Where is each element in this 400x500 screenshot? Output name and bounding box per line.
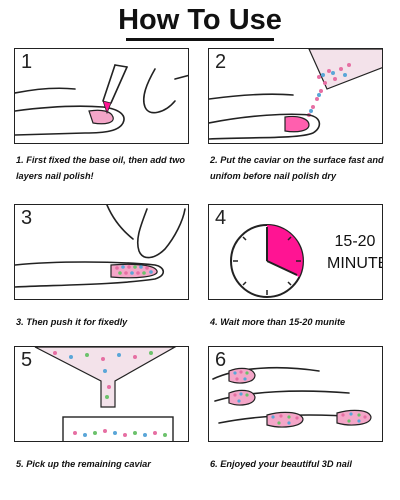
title-underline (126, 38, 274, 41)
timer-illustration (230, 224, 304, 298)
step-5-panel: 5 (14, 346, 189, 442)
step-1-number: 1 (21, 51, 33, 73)
step-2-number: 2 (215, 51, 227, 73)
finished-nails-illustration (212, 366, 372, 428)
step-4-caption: 4. Wait more than 15-20 munite (210, 317, 346, 327)
step-4-number: 4 (215, 207, 227, 229)
step-1-panel: 1 (14, 48, 189, 144)
step-3-caption: 3. Then push it for fixedly (16, 317, 128, 327)
step-4-panel: 4 15-20 MINUTES (208, 204, 383, 300)
page-title: How To Use (118, 4, 282, 36)
funnel-illustration (34, 347, 177, 441)
step-6-panel: 6 (208, 346, 383, 442)
step-2-caption: 2. Put the caviar on the surface fast an… (210, 155, 384, 181)
step-1-caption: 1. First fixed the base oil, then add tw… (16, 155, 185, 181)
step-2-panel: 2 (208, 48, 383, 144)
pressing-nail-illustration (15, 205, 186, 288)
step-3-panel: 3 (14, 204, 189, 300)
timer-unit: MINUTES (327, 255, 382, 272)
brush-on-nail-illustration (15, 64, 188, 136)
step-6-number: 6 (215, 349, 227, 371)
pouring-caviar-illustration (209, 49, 382, 140)
step-5-caption: 5. Pick up the remaining caviar (16, 459, 151, 469)
step-5-number: 5 (21, 349, 33, 371)
step-6-caption: 6. Enjoyed your beautiful 3D nail (210, 459, 352, 469)
timer-duration: 15-20 (334, 233, 376, 250)
timer-label: 15-20 MINUTES (327, 231, 382, 275)
step-3-number: 3 (21, 207, 33, 229)
